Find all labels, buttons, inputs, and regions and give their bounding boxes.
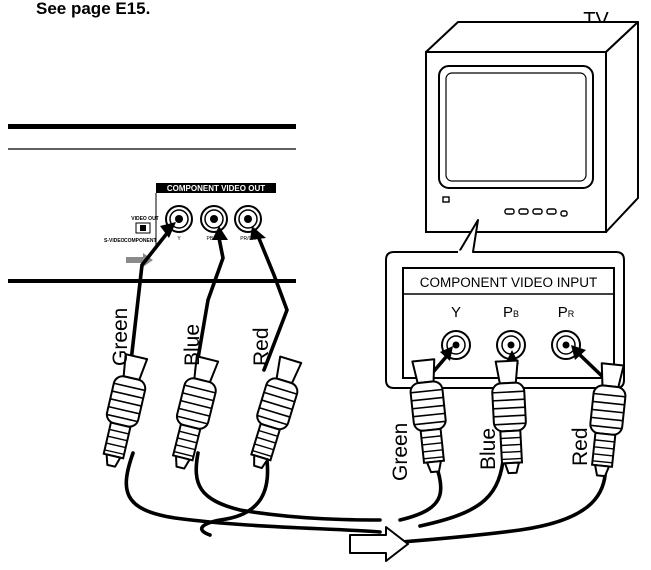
- tv-screen: [438, 65, 594, 189]
- tv-control-button-5: [560, 210, 568, 217]
- label-right-red: Red: [569, 427, 592, 466]
- player-jack-label-y: Y: [177, 236, 181, 242]
- tv-cabinet-top: [425, 21, 639, 53]
- tv-input-callout: COMPONENT VIDEO INPUT Y PB PR: [385, 219, 625, 389]
- switch-arrow-icon: [126, 253, 153, 267]
- video-out-switch: VIDEO OUT S-VIDEO COMPONENT: [104, 216, 159, 267]
- component-out-title-bar: [156, 183, 276, 193]
- tv-jack-label-pb: PB: [503, 304, 519, 321]
- player-jack-pb: [200, 205, 228, 233]
- tv-plug-arrow-y-icon: [440, 346, 453, 361]
- player-jack-label-pr: PR/CR: [240, 236, 256, 242]
- tv-cabinet-side: [605, 21, 639, 233]
- tv-control-button-2: [518, 208, 529, 215]
- tv-jack-pb: [496, 330, 526, 360]
- cable-harness: [124, 451, 608, 546]
- component-out-title: COMPONENT VIDEO OUT: [167, 184, 265, 193]
- switch-option-component: COMPONENT: [124, 238, 157, 244]
- tv-jack-label-y: Y: [451, 304, 461, 321]
- label-left-green: Green: [109, 308, 132, 366]
- tv-jack-label-pr: PR: [558, 304, 575, 321]
- label-right-blue: Blue: [477, 428, 500, 470]
- player-plug-arrow-pb-icon: [212, 226, 228, 240]
- label-left-blue: Blue: [181, 324, 204, 366]
- tv: [425, 21, 639, 233]
- tv-screen-inner: [445, 72, 587, 182]
- plug-left-red: [241, 354, 308, 473]
- tv-control-button-4: [546, 208, 557, 215]
- video-out-switch-title: VIDEO OUT: [131, 216, 159, 222]
- player-plug-arrow-y-icon: [160, 222, 176, 238]
- tv-control-button-1: [504, 208, 515, 215]
- plug-left-green: [94, 352, 153, 471]
- player-rear-panel: COMPONENT VIDEO OUT VIDEO OUT S-VIDEO CO…: [8, 124, 296, 283]
- switch-option-svideo: S-VIDEO: [104, 238, 125, 244]
- plug-left-blue: [163, 354, 225, 473]
- player-plug-arrow-pr-icon: [250, 226, 266, 240]
- reference-text: See page E15.: [36, 0, 150, 18]
- label-left-red: Red: [250, 327, 273, 366]
- tv-plug-arrow-pr-icon: [571, 345, 586, 360]
- label-right-green: Green: [389, 423, 412, 481]
- player-jack-pr: [234, 205, 262, 233]
- tv-power-button: [442, 196, 450, 203]
- tv-control-button-3: [532, 208, 543, 215]
- player-cable-wires: [128, 230, 289, 372]
- switch-knob: [140, 225, 146, 231]
- signal-direction-arrow-icon: [349, 526, 409, 562]
- tv-input-panel-title: COMPONENT VIDEO INPUT: [420, 275, 598, 290]
